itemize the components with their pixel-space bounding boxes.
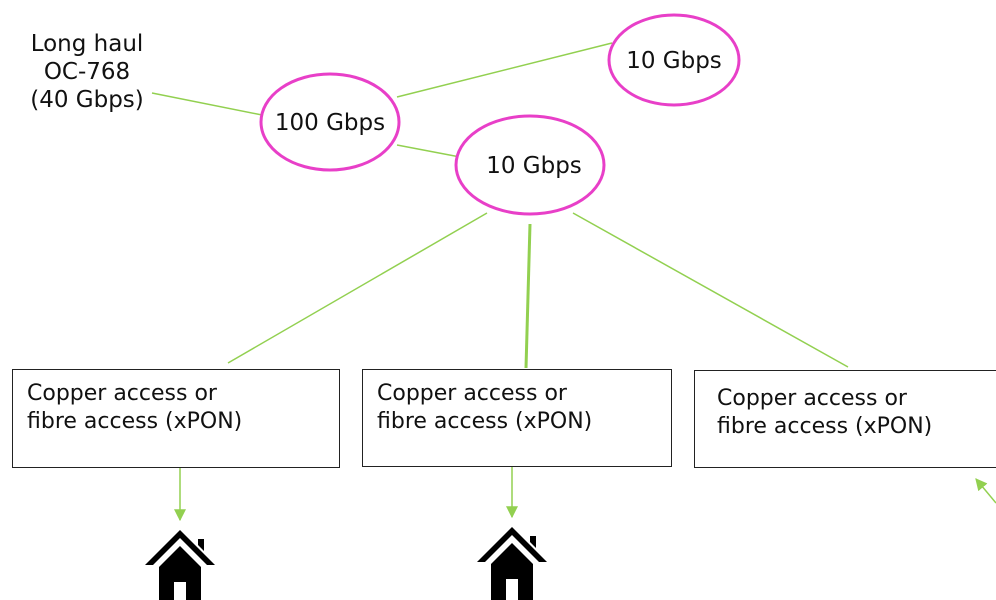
link-aggregation-to-access-left — [227, 212, 488, 364]
link-aggregation-to-access-middle — [524, 223, 532, 369]
access-box-left-line-2: fibre access (xPON) — [27, 409, 243, 434]
access-box-middle-line-1: Copper access or — [377, 381, 567, 406]
node-core: 100 Gbps — [259, 72, 401, 172]
long-haul-label: Long haul OC-768 (40 Gbps) — [12, 30, 162, 114]
access-box-left-line-1: Copper access or — [27, 381, 217, 406]
link-aggregation-to-access-right — [572, 212, 849, 368]
link-longhaul-to-core — [151, 92, 263, 116]
access-box-right-line-1: Copper access or — [717, 386, 907, 411]
access-box-right-line-2: fibre access (xPON) — [717, 414, 933, 439]
long-haul-line-2: OC-768 — [43, 59, 131, 85]
long-haul-line-3: (40 Gbps) — [30, 87, 144, 113]
node-aggregation: 10 Gbps — [454, 114, 606, 216]
home-icon — [145, 530, 215, 600]
link-core-to-top-right — [396, 42, 613, 98]
node-top-right: 10 Gbps — [607, 13, 741, 107]
node-core-label: 100 Gbps — [275, 110, 385, 136]
node-aggregation-label: 10 Gbps — [486, 153, 582, 179]
link-core-to-aggregation — [396, 144, 461, 158]
home-icon — [477, 527, 547, 600]
access-box-right: Copper access or fibre access (xPON) — [694, 370, 996, 468]
arrow-into-access-right — [975, 478, 996, 504]
access-box-left: Copper access or fibre access (xPON) — [12, 369, 340, 468]
access-box-middle: Copper access or fibre access (xPON) — [362, 369, 672, 467]
long-haul-line-1: Long haul — [30, 31, 144, 57]
access-box-middle-line-2: fibre access (xPON) — [377, 409, 593, 434]
node-top-right-label: 10 Gbps — [626, 48, 722, 74]
